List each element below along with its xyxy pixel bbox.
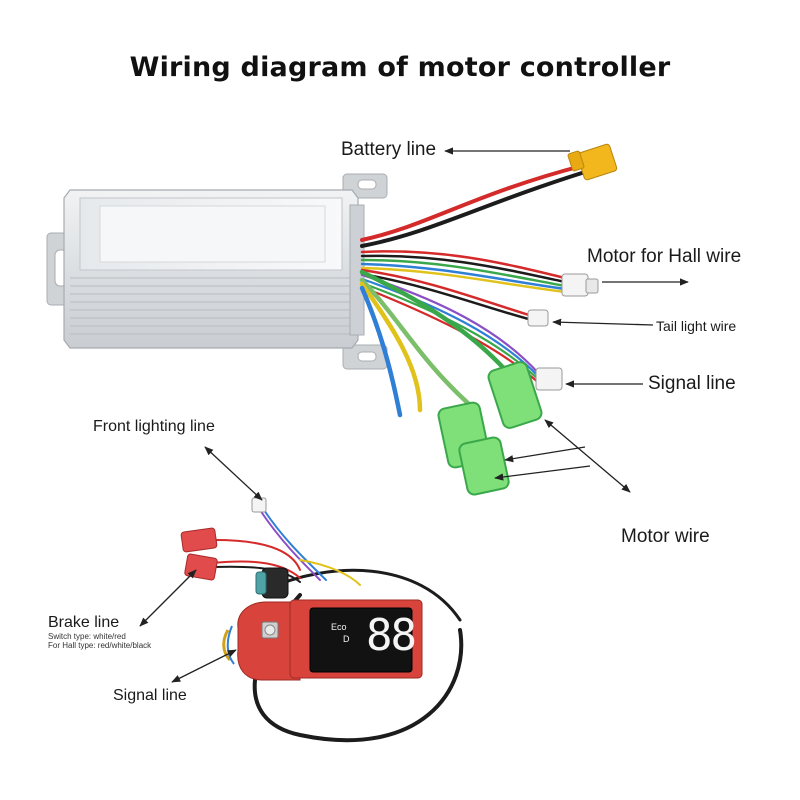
hall-connector <box>561 273 599 297</box>
arrow-motor-wire-3 <box>544 419 631 493</box>
arrow-front-lighting <box>204 446 263 501</box>
motor-wire-yellow <box>359 281 423 413</box>
arrow-brake-line <box>139 569 197 627</box>
signal-connector <box>535 367 563 391</box>
display-pcb <box>222 599 423 681</box>
heatsink-fins <box>70 277 352 335</box>
display-mode-d: D <box>343 634 350 644</box>
diagram-title: Wiring diagram of motor controller <box>129 52 671 83</box>
motor-wire-green <box>359 269 513 378</box>
label-front-lighting-line: Front lighting line <box>93 418 215 435</box>
arrow-motor-wire-2 <box>494 465 591 481</box>
display-plug <box>255 567 289 599</box>
label-brake-line: Brake line <box>48 614 120 631</box>
label-motor-wire: Motor wire <box>621 526 710 547</box>
label-signal-line-left: Signal line <box>113 687 187 704</box>
label-brake-hall-type: For Hall type: red/white/black <box>48 641 152 650</box>
controller-box <box>46 173 388 370</box>
display-mode-eco: Eco <box>331 622 347 632</box>
arrow-tail-light <box>552 318 654 326</box>
label-signal-line-right: Signal line <box>648 373 736 394</box>
label-brake-switch-type: Switch type: white/red <box>48 632 126 641</box>
arrow-motor-wire-1 <box>504 446 586 463</box>
arrow-signal-line-left <box>171 649 237 683</box>
battery-wire-red <box>360 163 587 242</box>
motor-wire-blue <box>359 285 403 418</box>
display-speed-digits: 88 <box>366 610 417 661</box>
battery-wire-black <box>360 170 587 248</box>
label-motor-hall-wire: Motor for Hall wire <box>587 246 742 267</box>
label-tail-light-wire: Tail light wire <box>656 318 737 334</box>
label-battery-line: Battery line <box>341 139 437 160</box>
pcb-round-end <box>237 601 301 681</box>
tail-light-connector <box>527 309 549 327</box>
display-screen <box>309 607 413 673</box>
battery-connector <box>567 143 618 181</box>
